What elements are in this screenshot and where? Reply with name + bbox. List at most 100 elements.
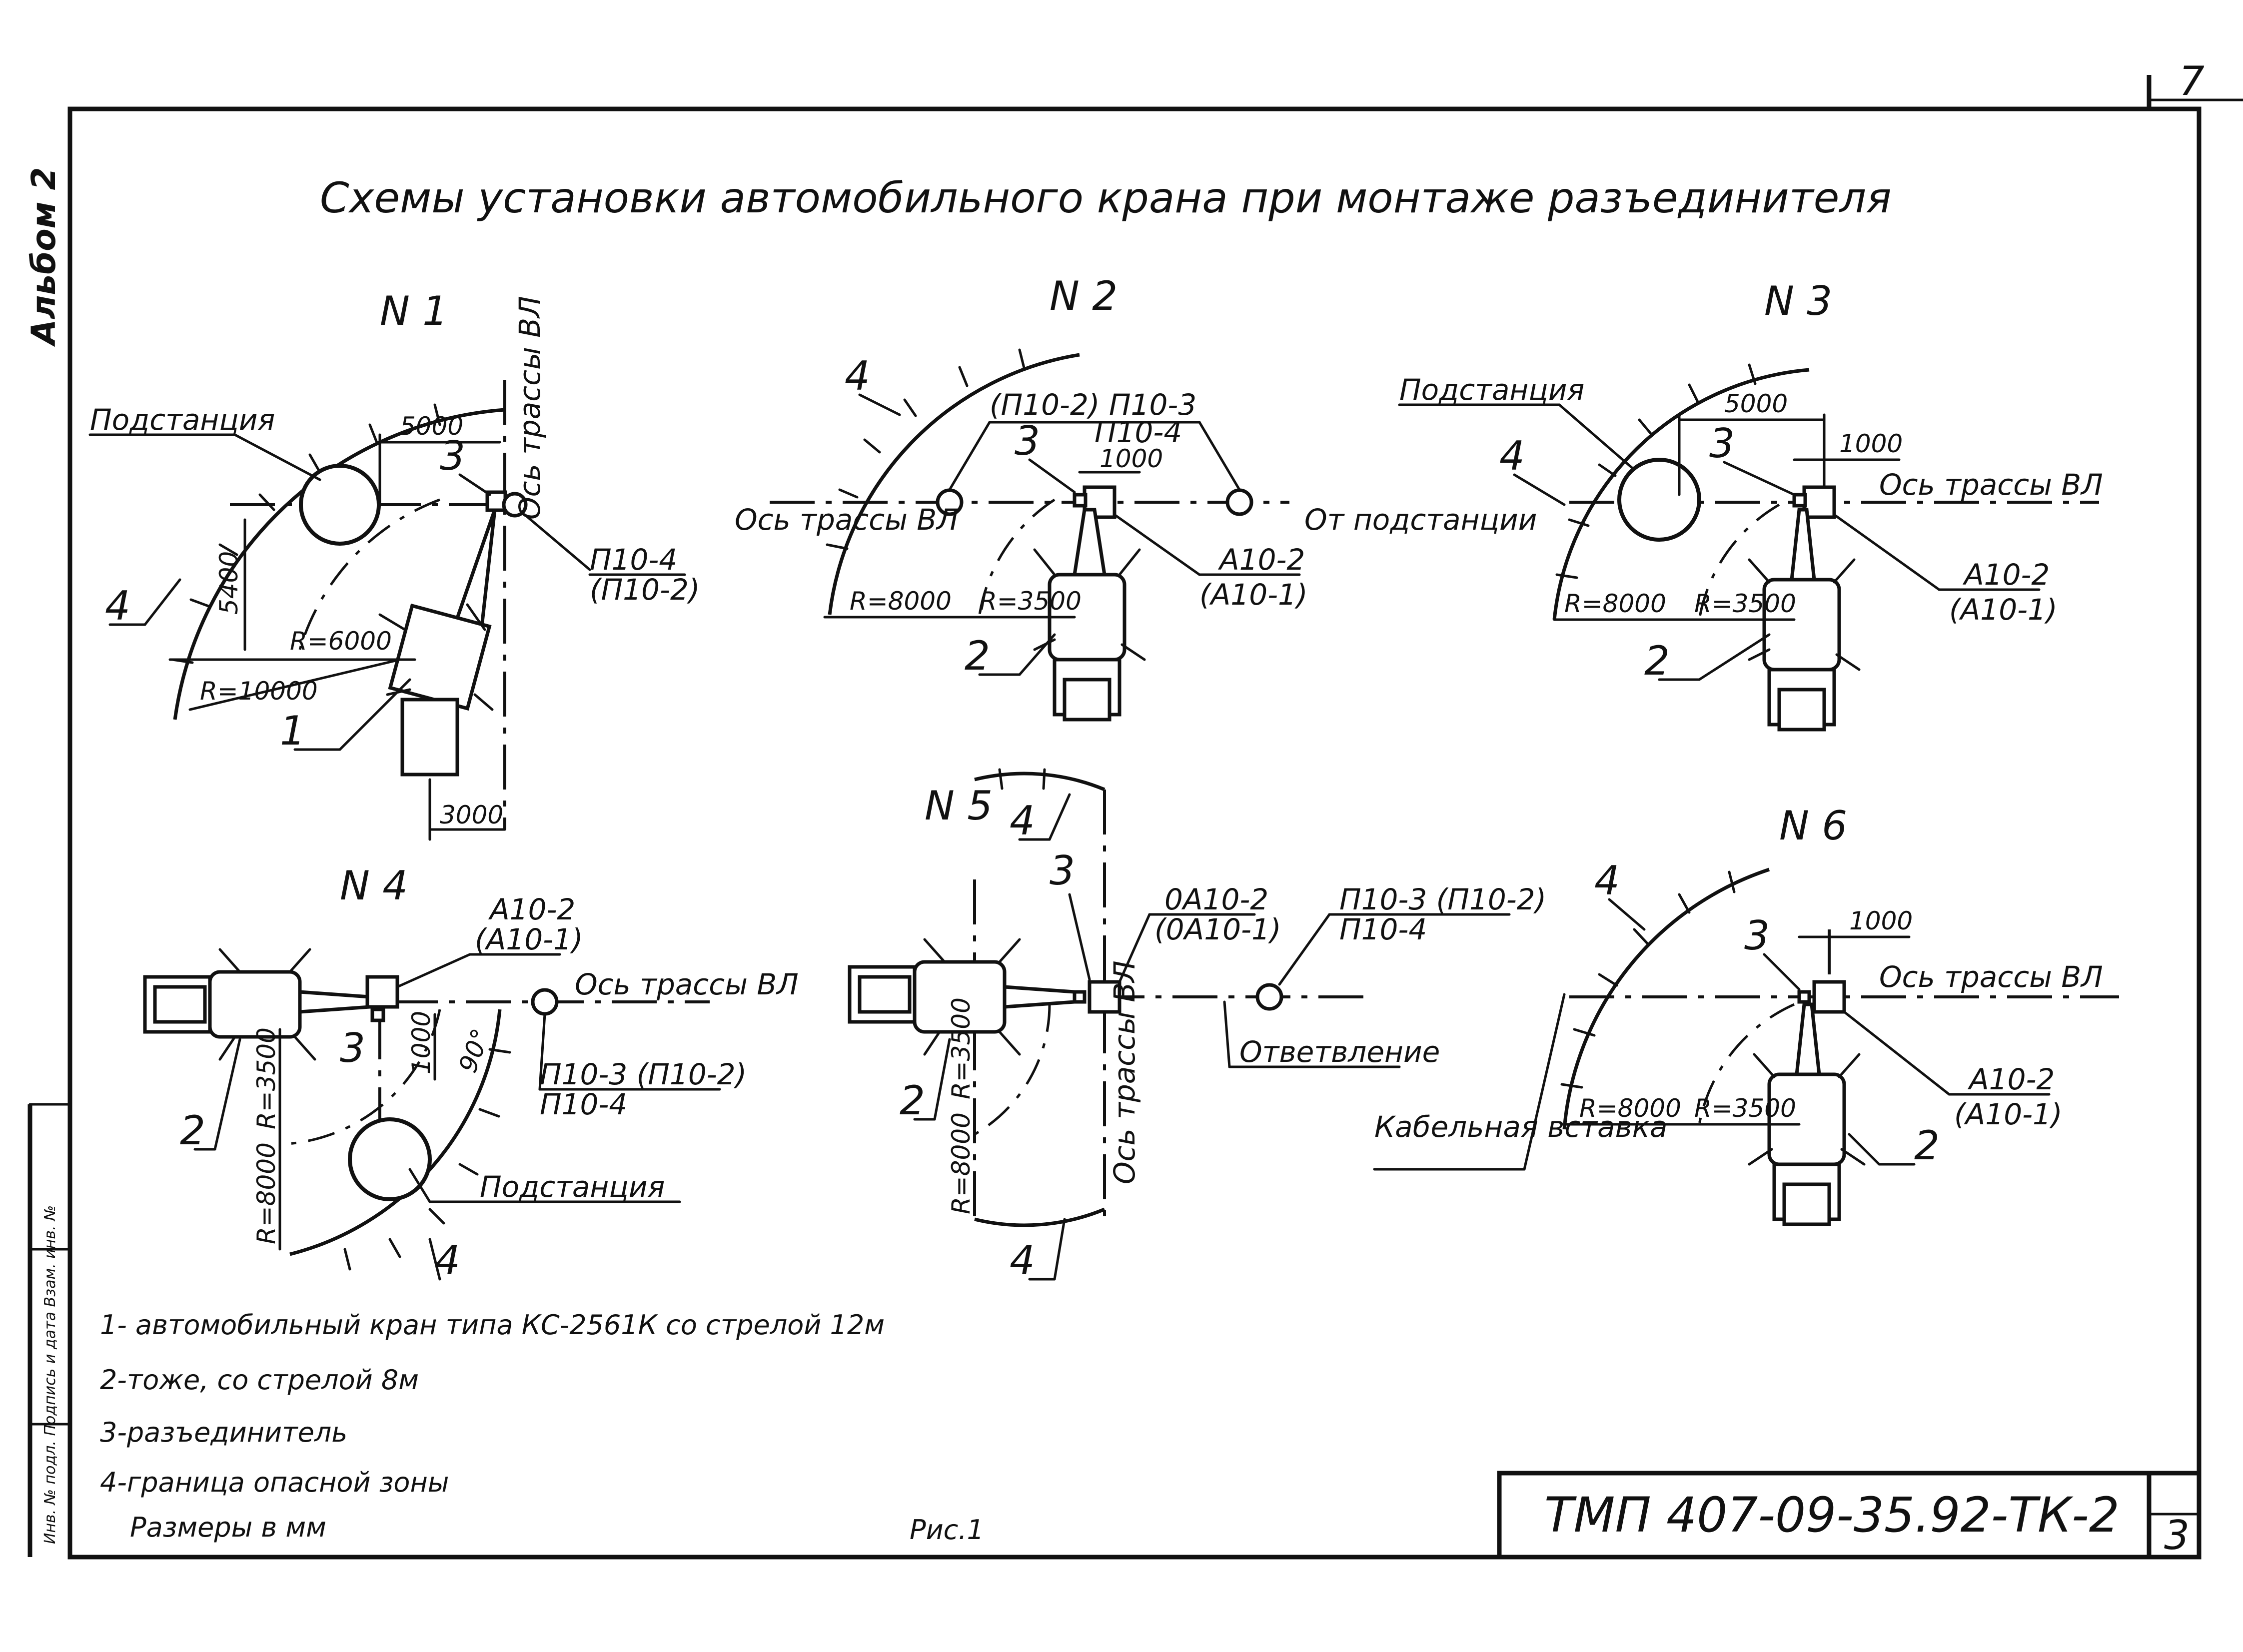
- scheme-n4: N 4 А10-2 (А10-1) Ось трас: [143, 862, 799, 1284]
- crane-2: [143, 948, 372, 1061]
- support-circle: [531, 988, 559, 1016]
- scheme-n4-label: N 4: [340, 862, 408, 909]
- radius-6000: R=6000: [290, 627, 392, 656]
- axis-label: Ось трассы ВЛ: [513, 296, 547, 520]
- danger-zone-arc: [173, 408, 505, 720]
- callout-3: 3: [440, 433, 465, 479]
- scheme-n6: N 6 R=8000 R=3500 1000 Ось трассы ВЛ А10…: [1373, 803, 2119, 1226]
- figure-caption: Рис.1: [910, 1514, 984, 1546]
- disconnector: [1073, 493, 1088, 508]
- radius-arc: [1698, 1003, 1795, 1125]
- cable-insert-label: Кабельная вставка: [1374, 1110, 1667, 1144]
- callout-2: 2: [965, 633, 990, 679]
- anchor-label: А10-2: [1967, 1062, 2055, 1096]
- support-circle: [502, 492, 528, 518]
- callout-2: 2: [1914, 1122, 1940, 1169]
- radius-3500: R=3500: [252, 1027, 281, 1129]
- supports-label-2: П10-4: [1339, 912, 1427, 946]
- anchor-label: А10-2: [488, 892, 575, 926]
- supports-label: П10-3 (П10-2): [540, 1057, 747, 1091]
- radius-arc: [978, 498, 1056, 615]
- callout-2: 2: [180, 1107, 205, 1154]
- scheme-n1: N 1 5000: [88, 288, 700, 841]
- support-circle: [1255, 983, 1283, 1011]
- radius-3500: R=3500: [1694, 589, 1796, 618]
- anchor-label: 0А10-2: [1164, 882, 1268, 916]
- scheme-n5: N 5 0А10-2 (0А10-1) П10-3 (П10-2): [848, 768, 1546, 1284]
- branch-label: Ответвление: [1239, 1035, 1440, 1069]
- dim-1000: 1000: [1100, 444, 1163, 473]
- callout-3: 3: [1050, 847, 1075, 894]
- axis-label: Ось трассы ВЛ: [735, 503, 959, 537]
- disconnector: [1797, 990, 1811, 1004]
- disconnector: [365, 975, 399, 1009]
- zone-ticks: [826, 348, 1026, 550]
- anchor-label-alt: (0А10-1): [1154, 912, 1281, 946]
- supports-top-label: (П10-2) П10-3: [990, 388, 1196, 422]
- axis-label: Ось трассы ВЛ: [1108, 960, 1141, 1184]
- radius-8000: R=8000: [1579, 1094, 1681, 1123]
- callout-3: 3: [1709, 420, 1735, 467]
- disconnector: [1073, 990, 1087, 1004]
- disconnector: [1812, 980, 1846, 1014]
- callout-2: 2: [900, 1077, 925, 1124]
- zone-ticks: [998, 768, 1046, 790]
- legend-item-4: 4-граница опасной зоны: [100, 1467, 449, 1498]
- callout-4-top: 4: [1010, 798, 1035, 844]
- scheme-n2-label: N 2: [1050, 273, 1118, 319]
- radius-10000: R=10000: [200, 677, 318, 706]
- legend-item-2: 2-тоже, со стрелой 8м: [100, 1364, 419, 1396]
- callout-3: 3: [340, 1025, 365, 1071]
- danger-zone-arc: [289, 1009, 502, 1256]
- sheet-title: Схемы установки автомобильного крана при…: [320, 173, 1892, 222]
- legend: 1- автомобильный кран типа КС-2561К со с…: [100, 1309, 885, 1543]
- legend-units-note: Размеры в мм: [130, 1512, 326, 1543]
- anchor-label-alt: (А10-1): [1949, 593, 2058, 627]
- anchor-label-alt: (А10-1): [1954, 1097, 2063, 1131]
- radius-arc: [298, 498, 440, 650]
- dim-1000: 1000: [1849, 906, 1913, 935]
- scheme-n6-label: N 6: [1779, 803, 1847, 849]
- scheme-n1-label: N 1: [380, 288, 448, 334]
- callout-1: 1: [280, 708, 305, 754]
- callout-4: 4: [1594, 857, 1620, 904]
- callout-3: 3: [1744, 912, 1770, 959]
- zone-ticks: [1555, 363, 1757, 579]
- support-label-alt: (П10-2): [590, 573, 700, 607]
- crane-2: [1748, 1002, 1866, 1226]
- crane-1: [378, 509, 497, 777]
- album-label: Альбом 2: [24, 167, 63, 347]
- radius-8000: R=8000: [947, 1112, 976, 1214]
- anchor-label: А10-2: [1217, 543, 1305, 577]
- substation-label: Подстанция: [90, 403, 275, 437]
- radius-8000: R=8000: [850, 587, 952, 616]
- zone-ticks: [343, 1048, 511, 1271]
- supports-top-label-2: П10-4: [1095, 415, 1182, 449]
- legend-item-3: 3-разъединитель: [100, 1417, 347, 1448]
- scheme-n3-label: N 3: [1764, 278, 1832, 324]
- supports-label: П10-3 (П10-2): [1339, 882, 1546, 916]
- sheet-frame: [27, 75, 2243, 1560]
- dim-3000: 3000: [440, 801, 503, 829]
- danger-zone-arc: [974, 772, 1106, 792]
- dim-1000: 1000: [407, 1011, 436, 1074]
- substation-label: Подстанция: [1399, 373, 1584, 407]
- crane-2: [1748, 508, 1861, 732]
- crane-2: [848, 938, 1077, 1056]
- anchor-label: А10-2: [1962, 558, 2050, 592]
- zone-ticks: [1560, 870, 1736, 1089]
- radius-8000: R=8000: [1564, 589, 1666, 618]
- disconnector: [1088, 980, 1122, 1014]
- anchor-label-alt: (А10-1): [475, 922, 583, 956]
- axis-label: Ось трассы ВЛ: [575, 967, 799, 1001]
- danger-zone-arc: [1552, 368, 1810, 620]
- crane-2: [1033, 508, 1146, 722]
- disconnector: [370, 1007, 385, 1022]
- radius-arc: [279, 1009, 441, 1146]
- scheme-n2: N 2 R=8000 R=3500: [735, 273, 1537, 722]
- radius-3500: R=3500: [947, 997, 976, 1099]
- callout-4: 4: [1499, 433, 1525, 479]
- legend-item-1: 1- автомобильный кран типа КС-2561К со с…: [100, 1309, 885, 1341]
- callout-4-bottom: 4: [1010, 1237, 1035, 1284]
